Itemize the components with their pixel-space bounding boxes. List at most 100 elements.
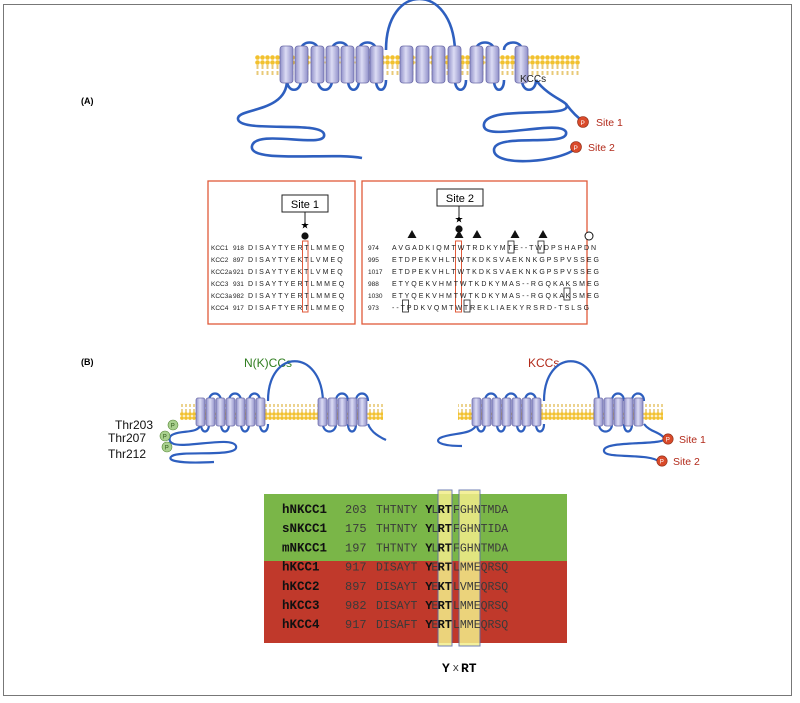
thr203-label: Thr203 <box>115 418 153 432</box>
alignment-row-post: LMMEQRSQ <box>453 619 508 632</box>
alignment-row-t: T <box>445 522 452 536</box>
alignment-row-num: 203 <box>345 503 367 517</box>
alignment-row-t: T <box>445 561 452 575</box>
alignment-row-num: 175 <box>345 522 367 536</box>
thr-phospho-markers: P P P <box>159 419 179 453</box>
site1-box-title: Site 1 <box>291 199 319 211</box>
alignment-row-r: R <box>438 618 446 632</box>
alignment-row-r: K <box>438 580 446 594</box>
box2-row-num: 974 <box>368 245 379 252</box>
motif-x: x <box>453 663 460 675</box>
site2-label-b: Site 2 <box>673 456 700 468</box>
alignment-row-num: 897 <box>345 580 367 594</box>
box2-row-seq: E T D P E K V H L T W T K D K S V A E K … <box>392 269 599 276</box>
site1-label-a: Site 1 <box>596 117 623 129</box>
box1-row-seq: D I S A Y T Y E K T L V M E Q <box>248 257 343 264</box>
alignment-row-y: Y <box>425 503 433 517</box>
alignment-row-y: Y <box>425 541 433 555</box>
alignment-row-x: E <box>431 600 438 613</box>
phospho-site1-a <box>577 116 589 128</box>
site1-highlight-column <box>302 240 309 313</box>
alignment-row-name: hKCC2 <box>282 580 320 594</box>
box1-row-name: KCC1 <box>211 245 229 252</box>
alignment-row-num: 982 <box>345 599 367 613</box>
box2-row-num: 1017 <box>368 269 383 276</box>
panel-a-label: (A) <box>81 96 94 106</box>
thr212-label: Thr212 <box>108 447 146 461</box>
phospho-label: P <box>666 437 670 444</box>
residue-boxes <box>402 240 571 313</box>
kcc-membrane-diagram-a: KCCs P Site 1 P Site 2 <box>236 0 623 163</box>
box1-row-num: 921 <box>233 269 244 276</box>
y-column-highlight <box>437 489 453 647</box>
alignment-row-name: sNKCC1 <box>282 522 327 536</box>
alignment-row-name: mNKCC1 <box>282 541 327 555</box>
box1-row-name: KCC4 <box>211 305 229 312</box>
alignment-row-pre: DISAYT <box>376 562 418 575</box>
alignment-row-post: FGHNTMDA <box>453 504 508 517</box>
kcc-membrane-diagram-b: P Site 1 P Site 2 <box>436 360 706 468</box>
box2-row-seq: A V G A D K I Q M T W T R D K Y M T E - … <box>392 245 596 252</box>
star-marker: ★ <box>455 215 464 226</box>
box2-row-seq: E T Y Q E K V H M T W T K D K Y M A S - … <box>392 293 599 300</box>
box2-row-num: 988 <box>368 281 379 288</box>
alignment-row-y: Y <box>425 599 433 613</box>
box1-row-num: 931 <box>233 281 244 288</box>
alignment-row-x: L <box>431 523 438 536</box>
box1-row-num: 897 <box>233 257 244 264</box>
phospho-label: P <box>660 459 664 466</box>
phospho-site2-a <box>570 141 582 153</box>
box1-row-seq: D I S A Y T Y E R T L M M E Q <box>248 281 345 288</box>
box1-row-seq: D I S A Y T Y E R T L M M E Q <box>248 293 345 300</box>
alignment-row-num: 197 <box>345 541 367 555</box>
alignment-row-x: L <box>431 504 438 517</box>
alignment-row-t: T <box>445 618 452 632</box>
conservation-triangles <box>407 230 548 238</box>
box2-row-num: 973 <box>368 305 379 312</box>
alignment-row-name: hKCC4 <box>282 618 320 632</box>
box2-row-seq: E T Y Q E K V H M T W T K D K Y M A S - … <box>392 281 599 288</box>
box2-row-seq: - - T P D K V Q M T W T R E K L I A E K … <box>392 305 589 312</box>
alignment-row-r: R <box>438 522 446 536</box>
motif-y: Y <box>442 661 450 676</box>
alignment-row-post: LMMEQRSQ <box>453 562 508 575</box>
alignment-row-pre: THTNTY <box>376 542 418 555</box>
box1-row-seq: D I S A F T Y E R T L M M E Q <box>248 305 345 312</box>
nkcc-membrane-diagram: P P P Thr203 Thr207 Thr212 <box>108 360 387 464</box>
alignment-row-x: E <box>431 619 438 632</box>
alignment-row-num: 917 <box>345 618 367 632</box>
phospho-label: P <box>574 145 578 152</box>
box1-row-num: 917 <box>233 305 244 312</box>
alignment-row-r: R <box>438 503 446 517</box>
transmembrane-helices <box>279 45 529 84</box>
yxrt-motif: Y x RT <box>442 661 477 676</box>
box1-row-name: KCC3 <box>211 281 229 288</box>
box1-row-seq: D I S A Y T Y E K T L V M E Q <box>248 269 343 276</box>
site2-box-title: Site 2 <box>446 193 474 205</box>
site2-label-a: Site 2 <box>588 142 615 154</box>
alignment-row-x: L <box>431 542 438 555</box>
figure-frame <box>3 4 792 696</box>
box2-row-num: 1030 <box>368 293 383 300</box>
panel-b-label: (B) <box>81 357 94 367</box>
site1-label-b: Site 1 <box>679 434 706 446</box>
thr207-label: Thr207 <box>108 431 146 445</box>
alignment-row-pre: DISAFT <box>376 619 418 632</box>
alignment-row-name: hKCC1 <box>282 561 320 575</box>
box2-row-num: 995 <box>368 257 379 264</box>
star-marker: ★ <box>301 221 310 232</box>
alignment-row-t: T <box>445 580 452 594</box>
alignment-row-x: E <box>431 562 438 575</box>
alignment-row-post: FGHNTMDA <box>453 542 508 555</box>
dot-marker <box>301 232 309 240</box>
alignment-row-name: hNKCC1 <box>282 503 327 517</box>
motif-rt: RT <box>461 661 477 676</box>
rt-column-highlight <box>458 489 481 647</box>
alignment-row-r: R <box>438 561 446 575</box>
alignment-row-y: Y <box>425 561 433 575</box>
alignment-row-y: Y <box>425 580 433 594</box>
alignment-row-pre: DISAYT <box>376 581 418 594</box>
box1-row-seq: D I S A Y T Y E R T L M M E Q <box>248 245 345 252</box>
